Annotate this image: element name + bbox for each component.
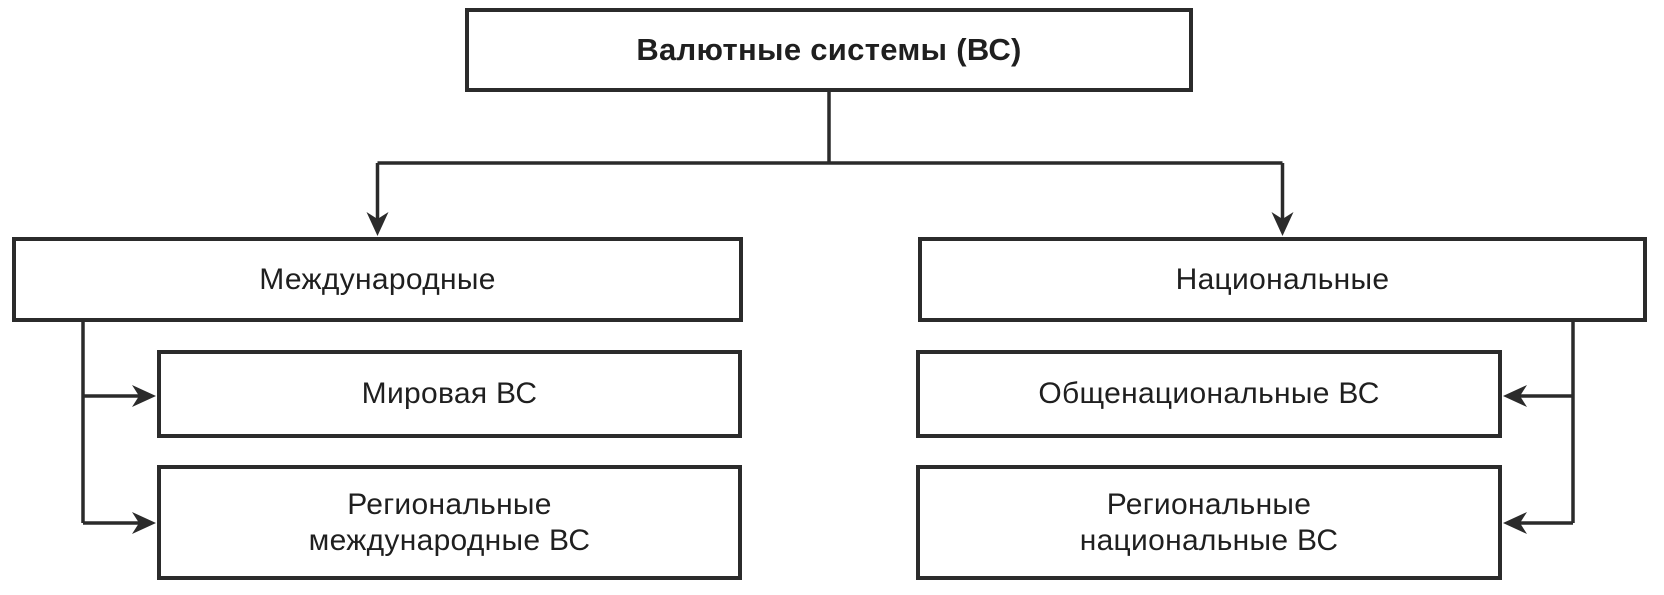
arrowhead-right-child2-icon	[132, 512, 156, 534]
arrowhead-left-child1-icon	[1503, 385, 1527, 407]
arrowhead-left-child2-icon	[1503, 512, 1527, 534]
node-root: Валютные системы (ВС)	[465, 8, 1193, 92]
node-branch-international-label: Международные	[259, 262, 496, 296]
node-allnational-vs: Общенациональные ВС	[916, 350, 1502, 438]
node-world-vs: Мировая ВС	[157, 350, 742, 438]
node-regional-international-vs: Региональные международные ВС	[157, 465, 742, 580]
node-branch-national: Национальные	[918, 237, 1647, 322]
node-root-label: Валютные системы (ВС)	[636, 32, 1022, 67]
node-allnational-vs-label: Общенациональные ВС	[1038, 377, 1380, 410]
arrowhead-right-child1-icon	[132, 385, 156, 407]
node-world-vs-label: Мировая ВС	[361, 377, 538, 410]
node-branch-national-label: Национальные	[1175, 262, 1390, 296]
node-regional-national-vs: Региональные национальные ВС	[916, 465, 1502, 580]
node-branch-international: Международные	[12, 237, 743, 322]
node-regional-international-vs-line1: Региональные	[347, 487, 552, 521]
node-regional-national-vs-line2: национальные ВС	[1079, 523, 1339, 557]
node-regional-international-vs-line2: международные ВС	[308, 523, 591, 557]
arrowhead-down-national-icon	[1271, 212, 1294, 236]
node-regional-national-vs-line1: Региональные	[1106, 487, 1312, 521]
arrowhead-down-international-icon	[366, 212, 389, 236]
